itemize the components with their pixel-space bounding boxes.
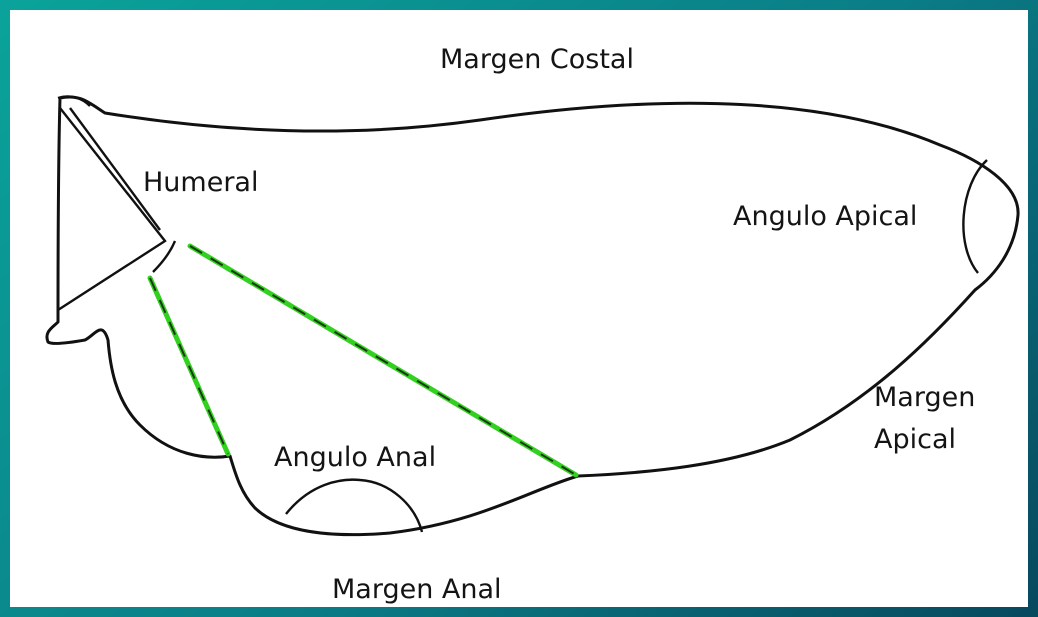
green-vein-short-dashes (149, 277, 229, 455)
label-apical-angle: Angulo Apical (733, 201, 917, 232)
anal-angle-arc (285, 478, 424, 533)
label-humeral: Humeral (143, 167, 258, 198)
label-costal-margin: Margen Costal (440, 44, 634, 75)
label-anal-angle: Angulo Anal (274, 442, 436, 473)
label-anal-margin: Margen Anal (332, 574, 502, 605)
green-vein-long-dashes (189, 245, 577, 476)
humeral-plate (57, 107, 167, 312)
wing-diagram: Margen Costal Humeral Angulo Apical Marg… (45, 44, 1020, 605)
diagram-canvas: Margen Costal Humeral Angulo Apical Marg… (10, 10, 1028, 607)
humeral-notch (152, 240, 177, 273)
wing-outline (45, 95, 1020, 537)
apical-angle-arc (962, 159, 988, 274)
humeral-plate-inner (69, 107, 161, 231)
label-apical-margin-line1: Margen (874, 382, 975, 413)
humeral-base-tick (57, 95, 91, 107)
label-apical-margin-line2: Apical (874, 424, 956, 455)
